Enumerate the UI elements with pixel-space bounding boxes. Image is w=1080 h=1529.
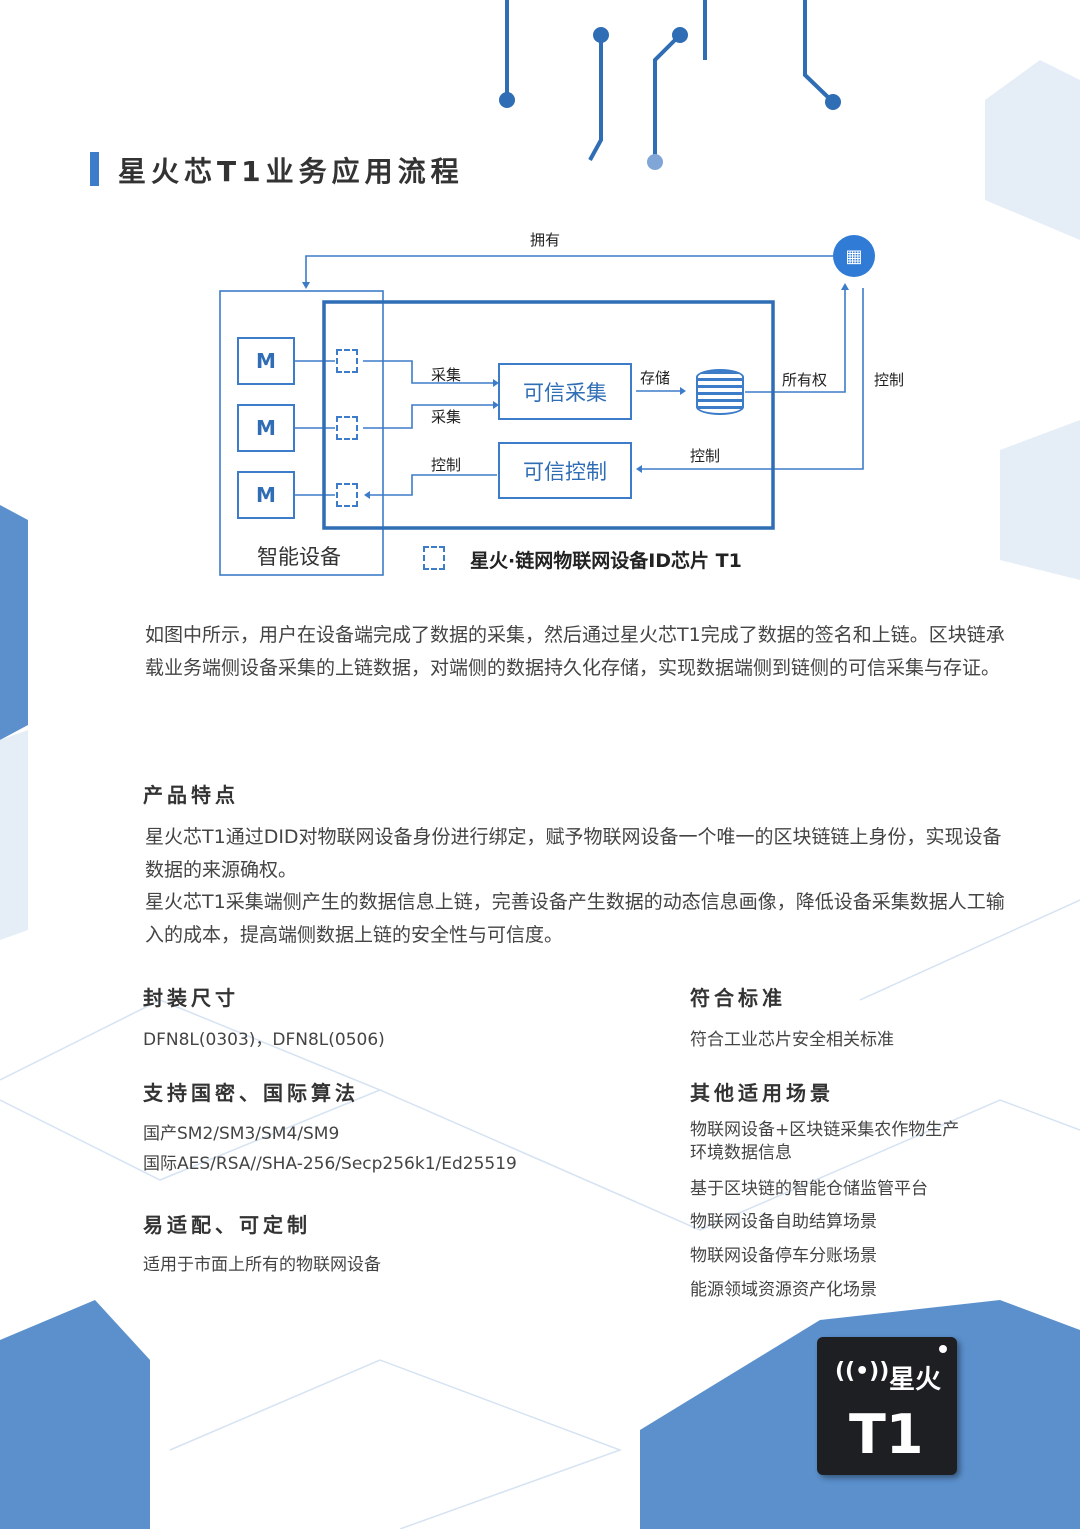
- features-paragraph-2: 星火芯T1采集端侧产生的数据信息上链，完善设备产生数据的动态信息画像，降低设备采…: [145, 891, 1005, 946]
- adapt-heading: 易适配、可定制: [143, 1213, 311, 1237]
- algo-international: 国际AES/RSA//SHA-256/Secp256k1/Ed25519: [143, 1154, 517, 1174]
- chip-icon: [336, 483, 358, 507]
- label-collect: 采集: [431, 366, 462, 384]
- algo-heading: 支持国密、国际算法: [143, 1081, 359, 1105]
- label-control: 控制: [690, 447, 721, 465]
- scene-item: 物联网设备自助结算场景: [690, 1212, 877, 1232]
- trusted-collect-box: 可信采集: [498, 363, 632, 420]
- scenes-heading: 其他适用场景: [690, 1081, 834, 1105]
- label-control: 控制: [431, 456, 462, 474]
- module-box: M: [237, 404, 295, 452]
- user-identity-icon: ▦: [833, 235, 875, 277]
- module-box: M: [237, 337, 295, 385]
- title-accent-bar: [90, 152, 99, 186]
- standard-value: 符合工业芯片安全相关标准: [690, 1030, 894, 1050]
- label-control: 控制: [874, 371, 905, 389]
- chip-icon: [336, 349, 358, 373]
- smart-device-label: 智能设备: [257, 545, 341, 569]
- logo-brand: 星火: [889, 1365, 942, 1395]
- scene-item: 能源领域资源资产化场景: [690, 1280, 877, 1300]
- scene-item: 物联网设备+区块链采集农作物生产环境数据信息: [690, 1120, 960, 1163]
- database-icon: [696, 369, 744, 415]
- features-heading: 产品特点: [143, 783, 239, 807]
- label-ownership: 所有权: [782, 371, 828, 389]
- label-collect: 采集: [431, 408, 462, 426]
- label-own: 拥有: [530, 231, 561, 249]
- algo-domestic: 国产SM2/SM3/SM4/SM9: [143, 1124, 340, 1144]
- standard-heading: 符合标准: [690, 986, 786, 1010]
- intro-paragraph: 如图中所示，用户在设备端完成了数据的采集，然后通过星火芯T1完成了数据的签名和上…: [145, 624, 1005, 679]
- label-store: 存储: [640, 369, 671, 387]
- chip-legend-icon: [423, 546, 445, 570]
- logo-model: T1: [849, 1403, 924, 1466]
- package-value: DFN8L(0303)，DFN8L(0506): [143, 1030, 385, 1050]
- scene-item: 基于区块链的智能仓储监管平台: [690, 1179, 928, 1199]
- pin1-dot: [939, 1345, 947, 1353]
- page-title: 星火芯T1业务应用流程: [118, 155, 464, 188]
- module-box: M: [237, 471, 295, 519]
- signal-icon: ((•)): [835, 1359, 890, 1384]
- trusted-control-box: 可信控制: [498, 442, 632, 499]
- t1-chip-logo: ((•)) 星火 T1: [817, 1337, 957, 1475]
- chip-icon: [336, 416, 358, 440]
- package-heading: 封装尺寸: [143, 986, 239, 1010]
- chip-legend-label: 星火·链网物联网设备ID芯片 T1: [470, 550, 742, 572]
- features-paragraph-1: 星火芯T1通过DID对物联网设备身份进行绑定，赋予物联网设备一个唯一的区块链链上…: [145, 826, 1002, 881]
- scene-item: 物联网设备停车分账场景: [690, 1246, 877, 1266]
- adapt-value: 适用于市面上所有的物联网设备: [143, 1255, 381, 1275]
